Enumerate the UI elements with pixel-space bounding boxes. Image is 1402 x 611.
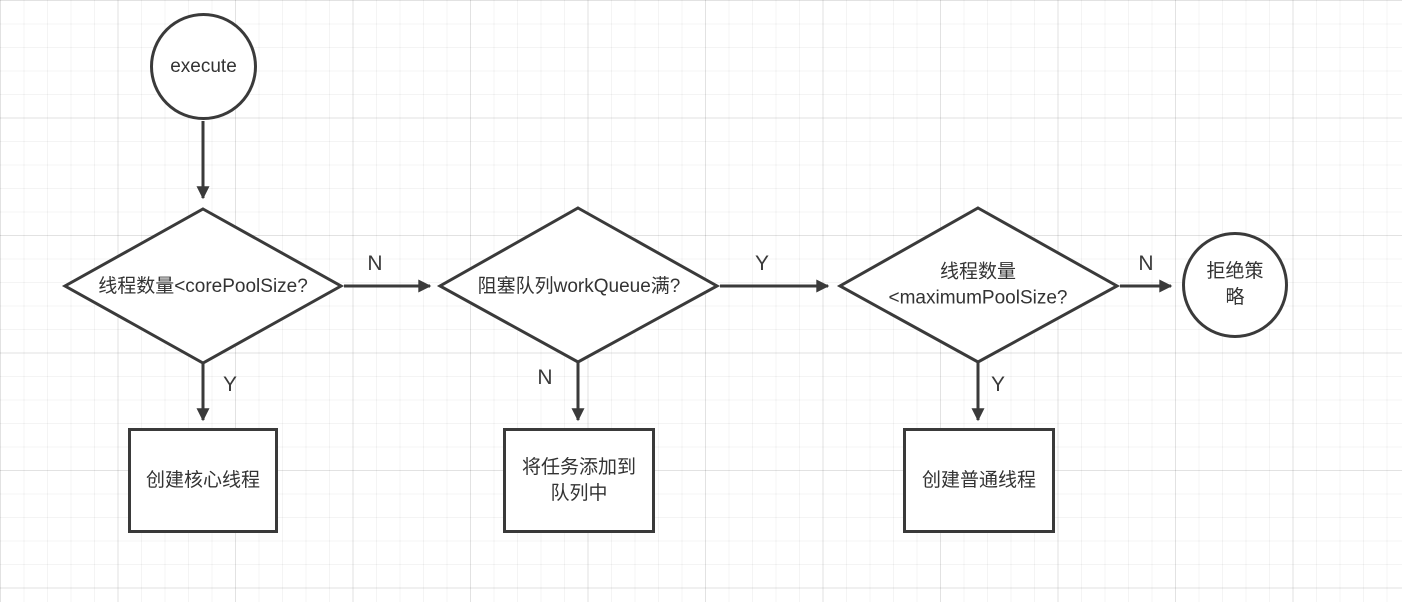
add-task-to-queue-node: 将任务添加到 队列中 — [503, 428, 655, 533]
start-node-execute: execute — [150, 13, 257, 120]
reject-policy-line1: 拒绝策 — [1206, 261, 1264, 283]
reject-policy-node: 拒绝策 略 — [1182, 232, 1288, 338]
add-task-to-queue-line2: 队列中 — [550, 482, 608, 504]
create-core-thread-label: 创建核心线程 — [145, 469, 260, 491]
decision-work-queue-full-label: 阻塞队列workQueue满? — [477, 276, 681, 298]
reject-policy-line2: 略 — [1225, 287, 1245, 308]
decision-core-pool-size-shape — [61, 207, 345, 365]
edge-label-queue-yes: Y — [754, 252, 770, 275]
create-normal-thread-node: 创建普通线程 — [903, 428, 1055, 533]
decision-maximum-pool-size-line1: 线程数量 — [939, 261, 1016, 283]
start-node-label: execute — [170, 55, 237, 77]
decision-core-pool-size-label: 线程数量<corePoolSize? — [98, 276, 308, 298]
create-normal-thread-label: 创建普通线程 — [921, 469, 1036, 491]
create-core-thread-node: 创建核心线程 — [128, 428, 278, 533]
decision-maximum-pool-size-line2: <maximumPoolSize? — [888, 287, 1068, 308]
decision-maximum-pool-size-label: 线程数量 <maximumPoolSize? — [889, 259, 1068, 310]
decision-work-queue-full-shape — [436, 206, 721, 364]
edge-label-max-no: N — [1138, 252, 1154, 275]
edge-label-core-no: N — [367, 252, 383, 275]
add-task-to-queue-line1: 将任务添加到 — [521, 456, 636, 478]
bottom-margin-strip — [0, 602, 1402, 611]
edge-label-queue-no: N — [537, 366, 553, 389]
edge-label-core-yes: Y — [222, 373, 238, 396]
decision-maximum-pool-size-shape — [836, 206, 1121, 364]
edge-label-max-yes: Y — [990, 373, 1006, 396]
